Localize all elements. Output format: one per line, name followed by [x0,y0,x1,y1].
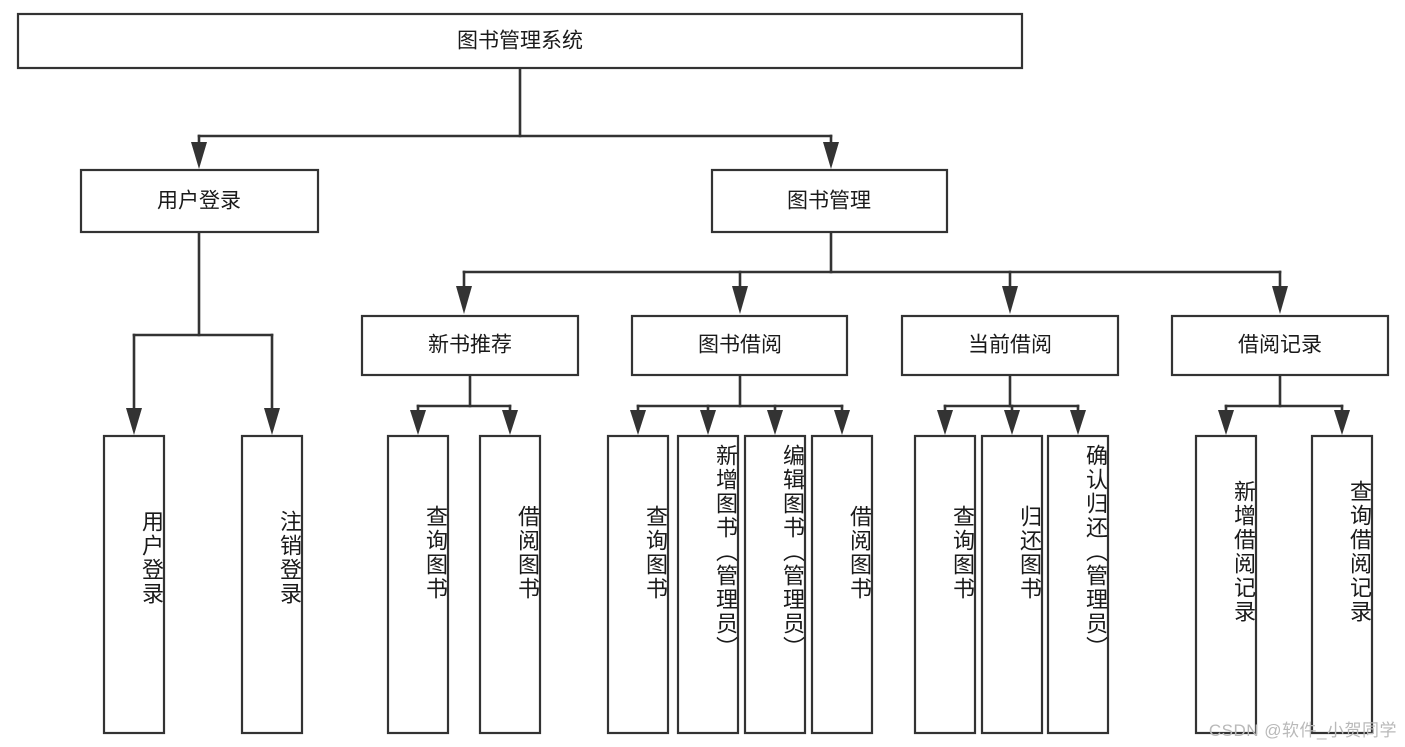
leaf-box-logout[interactable] [240,434,304,735]
node-current-borrow[interactable]: 当前借阅 [900,314,1120,377]
leaf-box-add-record[interactable] [1194,434,1258,735]
leaf-box-confirm-return[interactable] [1046,434,1110,735]
arrow-to-leaf-query-book-a [410,410,426,435]
node-root-system[interactable]: 图书管理系统 [16,12,1024,70]
node-new-book-recommend[interactable]: 新书推荐 [360,314,580,377]
arrow-to-leaf-add-book [700,410,716,435]
leaf-box-edit-book[interactable] [743,434,807,735]
leaf-box-borrow-book-a[interactable] [478,434,542,735]
connector-layer [126,66,1350,435]
arrow-to-leaf-confirm-return [1070,410,1086,435]
arrow-to-leaf-query-book-c [937,410,953,435]
arrow-to-leaf-query-book-b [630,410,646,435]
node-book-borrow-label: 图书借阅 [698,334,782,357]
arrow-to-leaf-logout [264,408,280,435]
leaf-box-user-login[interactable] [102,434,166,735]
leaf-box-query-record[interactable] [1310,434,1374,735]
arrow-root-to-book-manage [823,142,839,169]
node-book-manage[interactable]: 图书管理 [710,168,949,234]
arrow-to-leaf-user-login [126,408,142,435]
leaf-box-layer [102,434,1374,735]
node-borrow-record-box [1170,314,1390,377]
node-user-login-label: 用户登录 [157,190,241,213]
node-root-label: 图书管理系统 [457,30,583,53]
node-book-borrow[interactable]: 图书借阅 [630,314,849,377]
node-borrow-record[interactable]: 借阅记录 [1170,314,1390,377]
arrow-to-leaf-borrow-book-b [834,410,850,435]
leaf-box-query-book-b[interactable] [606,434,670,735]
arrow-root-to-user-login [191,142,207,169]
arrow-to-leaf-edit-book [767,410,783,435]
arrow-to-new-book-recommend [456,286,472,314]
node-current-borrow-label: 当前借阅 [968,334,1052,357]
arrow-to-leaf-borrow-book-a [502,410,518,435]
node-root-box [16,12,1024,70]
leaf-box-return-book[interactable] [980,434,1044,735]
arrow-to-leaf-query-record [1334,410,1350,435]
node-book-borrow-box [630,314,849,377]
arrow-to-current-borrow [1002,286,1018,314]
node-current-borrow-box [900,314,1120,377]
arrow-to-leaf-add-record [1218,410,1234,435]
node-user-login-box [79,168,320,234]
arrow-to-leaf-return-book [1004,410,1020,435]
leaf-box-query-book-c[interactable] [913,434,977,735]
csdn-watermark: CSDN @软件_小贺同学 [1208,721,1397,740]
node-new-book-recommend-label: 新书推荐 [428,334,512,357]
arrow-to-book-borrow [732,286,748,314]
node-book-manage-box [710,168,949,234]
leaf-box-add-book[interactable] [676,434,740,735]
arrow-to-borrow-record [1272,286,1288,314]
node-borrow-record-label: 借阅记录 [1238,334,1322,357]
leaf-box-borrow-book-b[interactable] [810,434,874,735]
leaf-box-query-book-a[interactable] [386,434,450,735]
node-book-manage-label: 图书管理 [787,190,871,213]
node-user-login[interactable]: 用户登录 [79,168,320,234]
node-new-book-recommend-box [360,314,580,377]
